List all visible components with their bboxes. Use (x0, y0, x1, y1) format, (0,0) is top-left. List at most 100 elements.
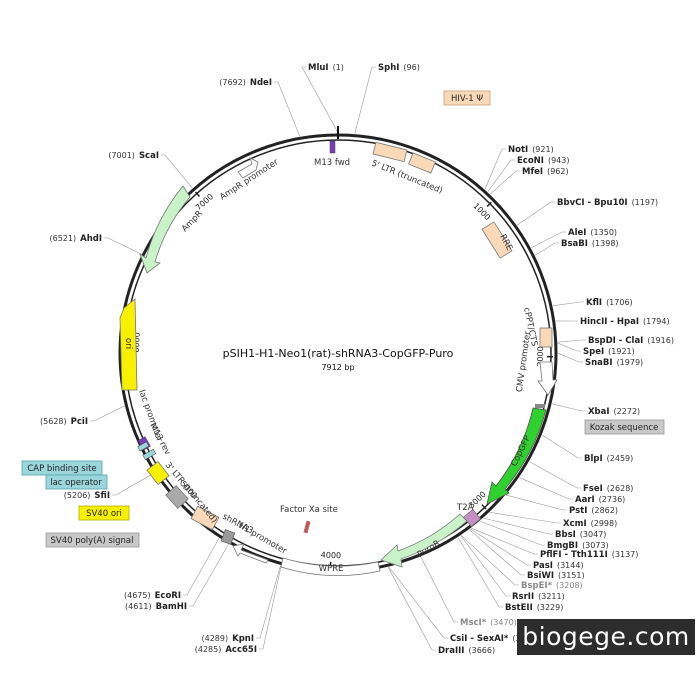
site-name-hincii: HincII - HpaI (580, 317, 639, 327)
feature-ltr3 (190, 505, 220, 531)
site-name-spei: SpeI (583, 347, 604, 357)
site-line-csii (388, 566, 448, 639)
site-name-alei: AleI (568, 228, 586, 238)
site-msci: (3470)MscI* (460, 618, 517, 628)
site-sphi: (96)SphI (378, 63, 420, 73)
site-draiii: (3666)DraIII (438, 646, 495, 656)
site-bbsi: (3047)BbsI (555, 530, 606, 540)
site-bsiwi: (3151)BsiWI (527, 571, 585, 581)
site-scai: (7001) ScaI (108, 151, 159, 161)
site-line-econi (487, 159, 515, 193)
site-line-bbvci (516, 201, 555, 226)
tick-label-2000: 2000 (536, 346, 545, 367)
site-rsrii: (3211)RsrII (512, 592, 565, 602)
feature-ori (119, 298, 138, 391)
site-name-econi: EcoNI (517, 156, 544, 166)
site-snabi: (1979)SnaBI (585, 358, 643, 368)
site-line-psti (505, 494, 567, 511)
site-line-mlui (301, 66, 339, 134)
features (119, 140, 558, 577)
site-name-bspei: BspEI* (521, 581, 553, 591)
label-ampr: AmpR (180, 209, 205, 234)
site-line-bamhi (189, 543, 229, 607)
site-line-pasi (470, 528, 531, 566)
site-pos-noti: (921) (532, 145, 554, 154)
site-line-pcii (90, 405, 125, 422)
site-line-mfei (489, 170, 520, 195)
site-line-sfii (112, 472, 154, 496)
site-pos-kfli: (1706) (606, 298, 633, 307)
svg-text:CAP binding site: CAP binding site (27, 464, 96, 474)
tag-hiv1: HIV-1 Ψ (443, 90, 491, 106)
site-kpni: (4289)KpnI (202, 634, 255, 644)
site-line-ecori (183, 537, 220, 596)
site-line-ahdi (104, 237, 142, 255)
site-line-acc65i (259, 565, 282, 650)
label-wpre: WPRE (319, 564, 344, 574)
site-line-noti (484, 148, 506, 190)
site-ndei: (7692)NdeI (219, 78, 272, 88)
tag-sv40polya: SV40 poly(A) signal (45, 532, 140, 548)
site-name-csii: CsiI - SexAI* (450, 634, 509, 644)
site-pos-mfei: (962) (547, 167, 569, 176)
site-pflfi: (3137)PflFI - Tth111I (540, 550, 638, 560)
site-name-mlui: MluI (308, 63, 329, 73)
feature-cap-box (137, 441, 150, 452)
site-name-bmgbi: BmgBI (547, 541, 578, 551)
site-line-fsei (529, 461, 581, 489)
site-pos-scai: (7001) (108, 151, 135, 160)
site-name-msci: MscI* (460, 618, 487, 628)
site-line-bsabi (534, 242, 559, 256)
site-pos-ahdi: (6521) (50, 234, 77, 243)
site-pos-econi: (943) (548, 156, 570, 165)
site-pos-kpni: (4289) (202, 634, 229, 643)
site-mfei: (962) MfeI (522, 167, 569, 177)
site-pos-aari: (2736) (599, 495, 626, 504)
feature-t2a (462, 508, 482, 528)
site-line-ndei (274, 81, 301, 137)
plasmid-size: 7912 bp (321, 363, 354, 372)
site-name-pasi: PasI (533, 561, 553, 571)
site-line-draiii (387, 567, 436, 651)
site-bspdi: (1916)BspDI - ClaI (588, 336, 674, 346)
feature-ltr5-a (372, 141, 408, 163)
watermark: biogege.com (517, 619, 695, 655)
site-ecori: (4675)EcoRI (124, 591, 181, 601)
site-line-blpi (541, 434, 582, 459)
site-name-ahdi: AhdI (80, 234, 102, 244)
site-bsteii: (3229)BstEII (505, 603, 563, 613)
site-pos-bbvci: (1197) (632, 198, 659, 207)
site-pos-draiii: (3666) (468, 646, 495, 655)
site-name-rsrii: RsrII (512, 592, 534, 602)
feature-puror (380, 513, 468, 568)
site-pos-msci: (3470) (490, 618, 517, 627)
site-sfii: (5206)SfiI (64, 491, 110, 501)
feature-copgfp (486, 407, 547, 505)
site-name-blpi: BlpI (584, 454, 603, 464)
feature-kozak-mark (535, 404, 545, 408)
site-name-bamhi: BamHI (156, 602, 187, 612)
site-pos-hincii: (1794) (643, 317, 670, 326)
site-acc65i: (4285)Acc65I (195, 645, 257, 655)
site-line-spei (557, 342, 581, 352)
site-pos-ndei: (7692) (219, 78, 246, 87)
site-xcmi: (2998)XcmI (563, 519, 617, 529)
tick-label-6000: 6000 (132, 332, 142, 353)
site-pos-bmgbi: (3073) (582, 541, 609, 550)
tag-lacoperator: lac operator (45, 474, 108, 490)
plasmid-title: pSIH1-H1-Neo1(rat)-shRNA3-CopGFP-Puro (223, 347, 454, 360)
site-name-acc65i: Acc65I (225, 645, 257, 655)
site-xbai: (2272)XbaI (588, 407, 640, 417)
tick-mark-3000 (481, 504, 487, 510)
tag-boxes: HIV-1 Ψ Kozak sequence CAP binding site … (21, 90, 665, 548)
site-name-fsei: FseI (583, 484, 603, 494)
site-name-mfei: MfeI (522, 167, 543, 177)
tag-cap: CAP binding site (21, 460, 103, 476)
svg-text:SV40 poly(A) signal: SV40 poly(A) signal (50, 536, 133, 546)
site-line-kpni (256, 565, 281, 639)
site-mlui: (1)MluI (308, 63, 344, 73)
site-name-scai: ScaI (139, 151, 159, 161)
site-pos-bamhi: (4611) (125, 602, 152, 611)
site-line-alei (531, 231, 566, 249)
site-line-msci (420, 556, 458, 623)
